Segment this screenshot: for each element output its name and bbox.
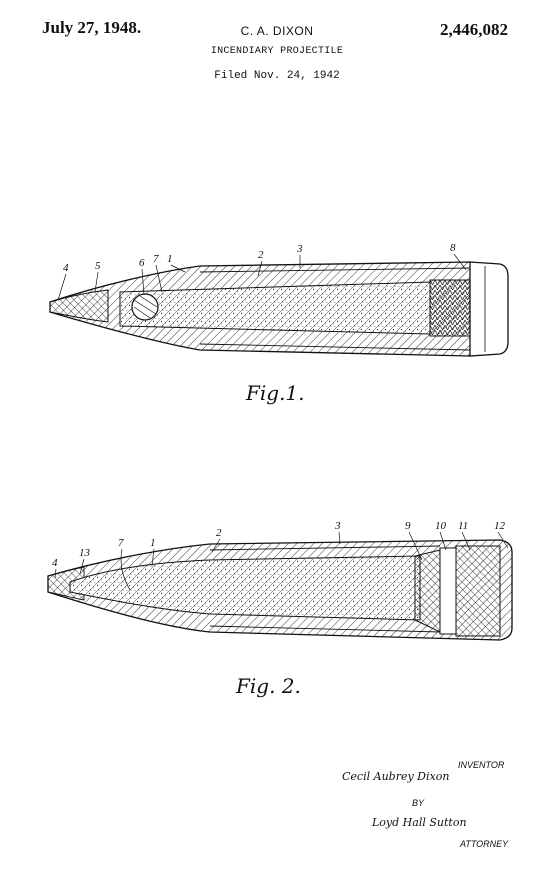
attorney-signature: Loyd Hall Sutton <box>371 816 467 829</box>
fig2-ref-9: 9 <box>405 520 411 532</box>
signature-block: INVENTOR Cecil Aubrey Dixon BY Loyd Hall… <box>342 760 509 849</box>
fig2-ref-7: 7 <box>118 537 124 549</box>
fig2-ref-11: 11 <box>458 520 468 532</box>
fig1-ref-2: 2 <box>258 249 264 261</box>
attorney-label: ATTORNEY <box>459 839 509 849</box>
patent-title: INCENDIARY PROJECTILE <box>210 46 344 57</box>
fig2-ref-12: 12 <box>494 520 506 532</box>
fig2-ref-4: 4 <box>52 557 58 569</box>
figure-1-label: Fig.1. <box>245 381 305 405</box>
patent-date: July 27, 1948. <box>42 18 142 37</box>
fig1-ref-7: 7 <box>153 253 159 265</box>
inventor-name: C. A. DIXON <box>240 24 314 38</box>
fig1-ref-3: 3 <box>296 243 303 255</box>
fig2-ref-2: 2 <box>216 527 222 539</box>
inventor-signature: Cecil Aubrey Dixon <box>342 770 449 783</box>
fig2-ref-10: 10 <box>435 520 447 532</box>
figure-2-label: Fig. 2. <box>235 674 301 698</box>
figure-1-drawing: 4 5 6 7 1 2 3 8 Fig.1. <box>49 242 509 405</box>
fig1-ref-6: 6 <box>139 257 145 269</box>
fig2-ref-1: 1 <box>150 537 156 549</box>
fig2-ref-13: 13 <box>79 547 91 559</box>
fig1-ref-5: 5 <box>95 260 101 272</box>
figure-2-drawing: 4 13 7 1 2 3 9 10 11 12 Fig. 2. <box>47 520 513 698</box>
fig1-ref-8: 8 <box>450 242 456 254</box>
by-label: BY <box>412 798 425 808</box>
fig2-ref-3: 3 <box>334 520 341 532</box>
patent-number: 2,446,082 <box>440 20 508 39</box>
inventor-label: INVENTOR <box>458 760 505 770</box>
fig1-ref-4: 4 <box>63 262 69 274</box>
fig1-ref-1: 1 <box>167 253 173 265</box>
filed-date: Filed Nov. 24, 1942 <box>214 70 340 82</box>
